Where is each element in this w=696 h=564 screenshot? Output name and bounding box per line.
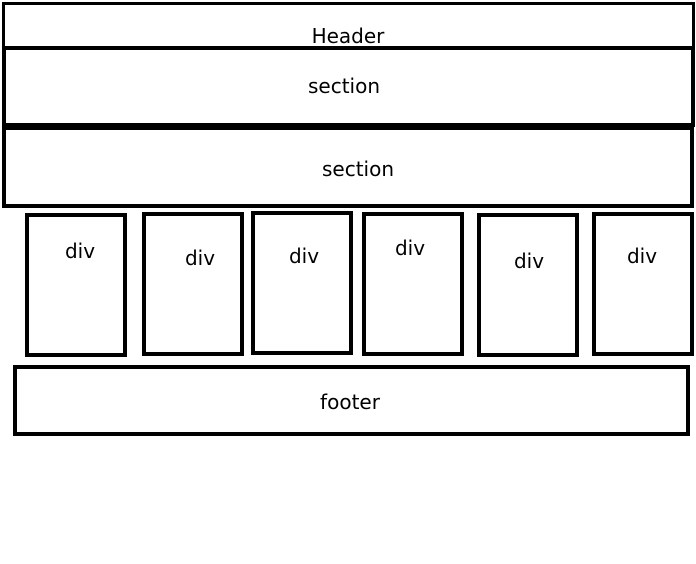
div-block-6	[592, 212, 694, 356]
footer-block	[13, 365, 690, 436]
div-label-5: div	[513, 249, 545, 273]
div-block-3	[251, 211, 353, 355]
div-label-6: div	[626, 244, 658, 268]
section-label-1: section	[307, 74, 381, 98]
section-label-2: section	[321, 157, 395, 181]
div-label-1: div	[64, 239, 96, 263]
div-block-2	[142, 212, 244, 356]
section-block-1	[2, 46, 695, 127]
section-block-2	[2, 126, 694, 208]
div-block-1	[25, 213, 127, 357]
div-label-3: div	[288, 244, 320, 268]
div-label-2: div	[184, 246, 216, 270]
header-label: Header	[311, 24, 385, 48]
div-label-4: div	[394, 236, 426, 260]
footer-label: footer	[320, 390, 380, 414]
div-block-5	[477, 213, 579, 357]
div-block-4	[362, 212, 464, 356]
